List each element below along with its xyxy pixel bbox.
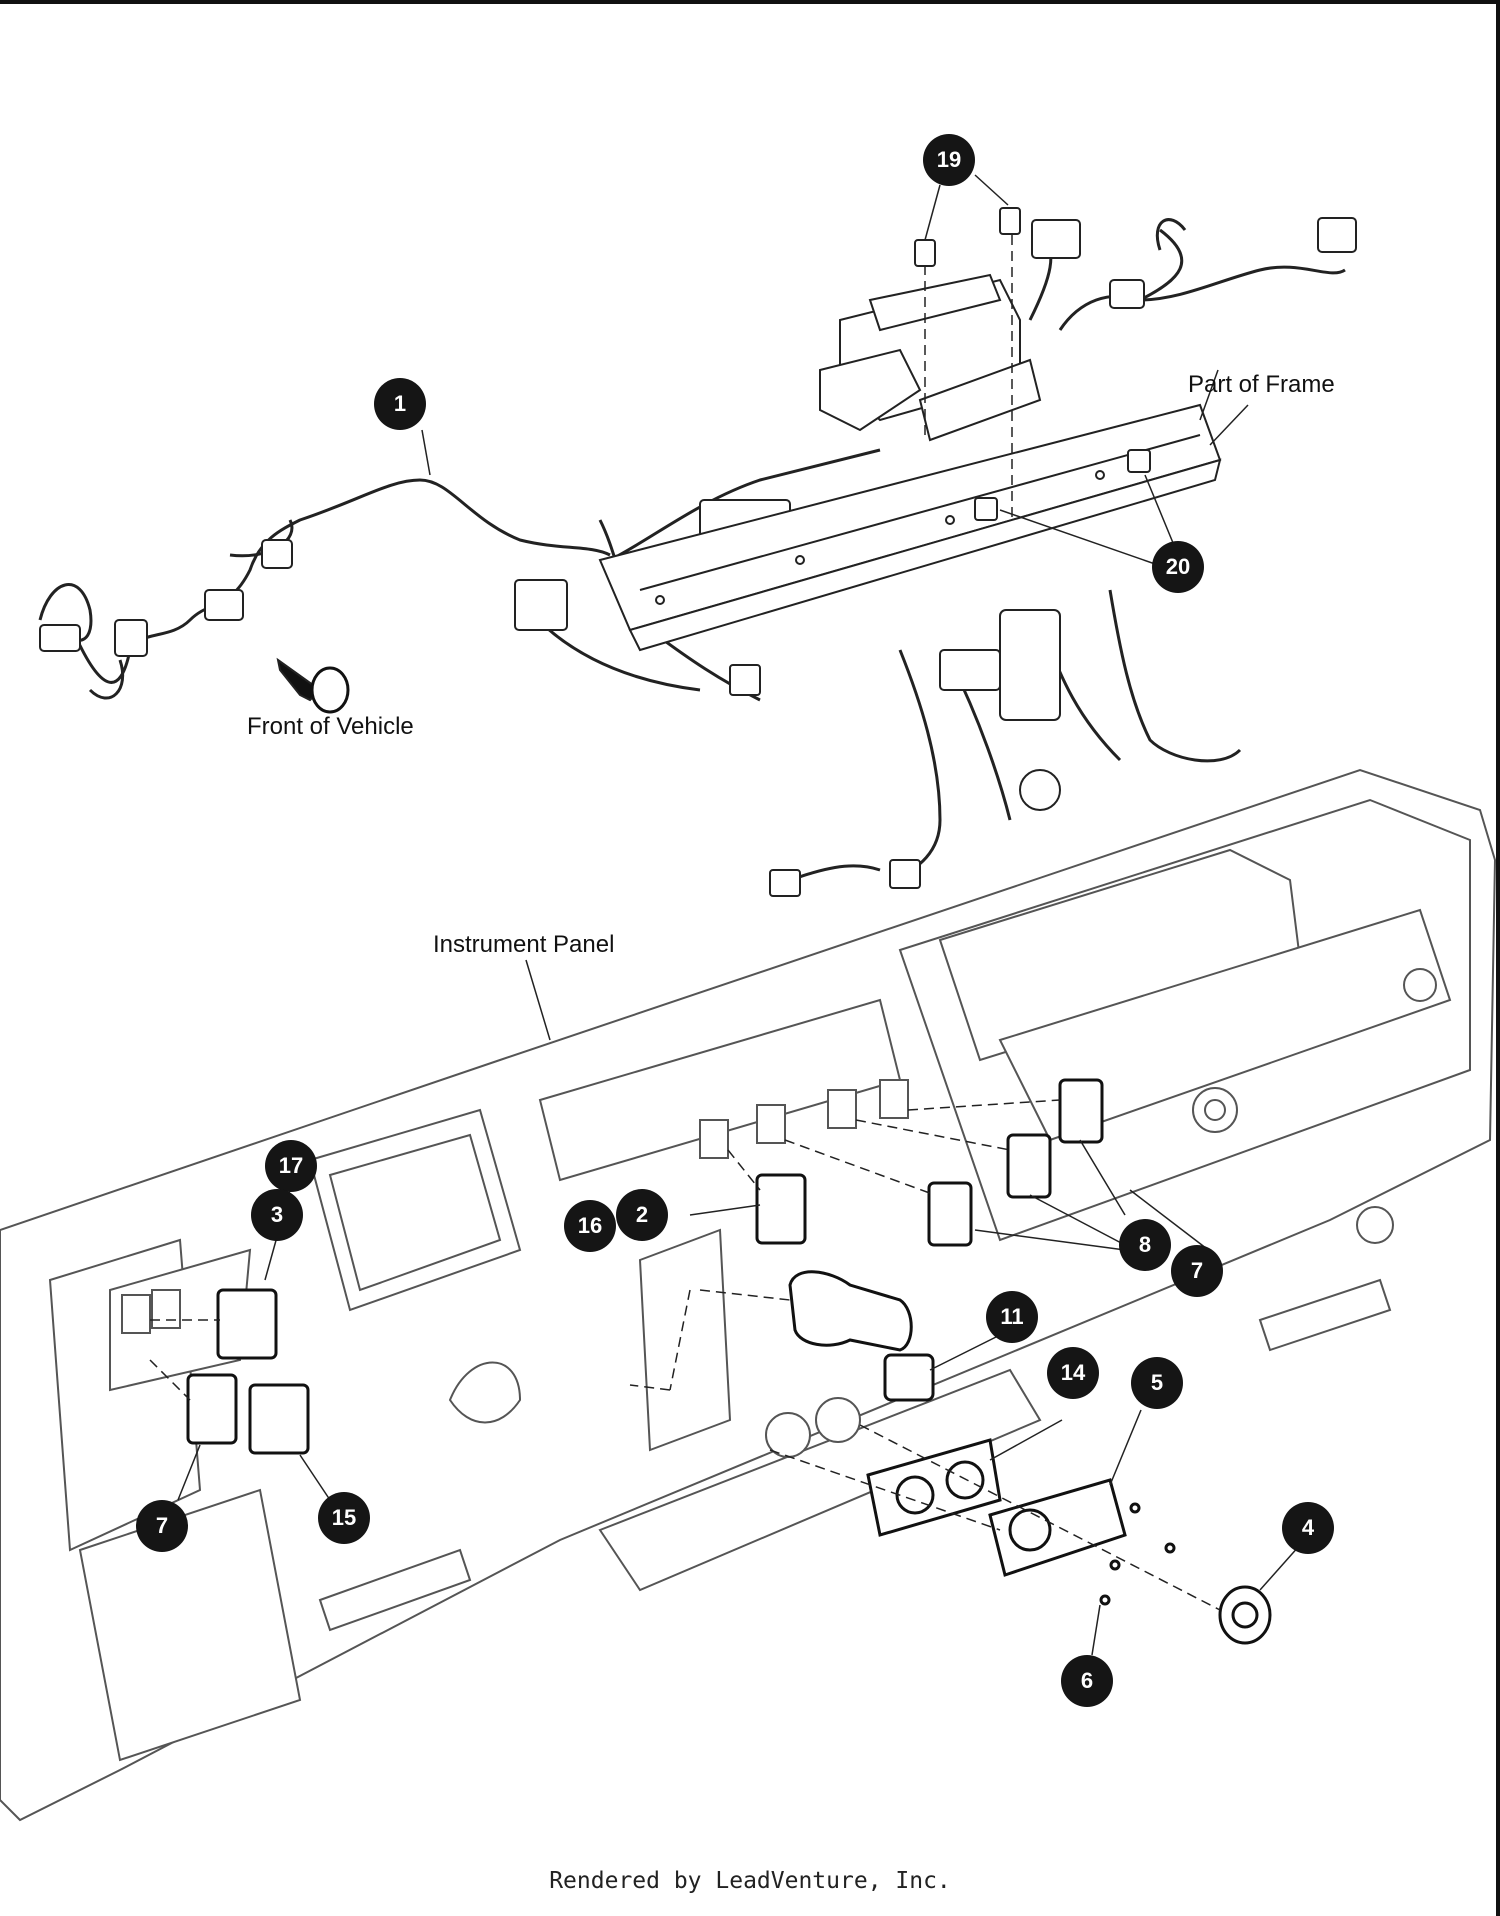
callout-6: 6 [1061, 1655, 1113, 1707]
callout-7: 7 [136, 1500, 188, 1552]
ignition-switch [788, 1270, 935, 1402]
callout-1: 1 [374, 378, 426, 430]
leader-lines-lower [177, 369, 1301, 1656]
dashed-install-lines [149, 1099, 1221, 1611]
callout-17: 17 [265, 1140, 317, 1192]
wiring-harness [38, 218, 1346, 882]
harness-connectors [39, 217, 1357, 897]
callout-15: 15 [318, 1492, 370, 1544]
callout-20: 20 [1152, 541, 1204, 593]
label-part-of-frame: Part of Frame [1188, 371, 1335, 398]
callout-3: 3 [251, 1189, 303, 1241]
callout-2: 2 [616, 1189, 668, 1241]
frame-bracket [598, 403, 1222, 652]
fasteners-19-20 [914, 207, 1151, 521]
callout-4: 4 [1282, 1502, 1334, 1554]
instrument-panel [0, 768, 1497, 1822]
label-instrument-panel: Instrument Panel [433, 931, 615, 958]
switch-slots [121, 1079, 909, 1458]
label-front-of-vehicle: Front of Vehicle [247, 713, 414, 740]
front-arrow-icon [276, 657, 350, 714]
cluster-gauge [819, 273, 1042, 442]
callout-14: 14 [1047, 1347, 1099, 1399]
callout-7: 7 [1171, 1245, 1223, 1297]
leader-lines-upper [421, 174, 1249, 566]
callout-11: 11 [986, 1291, 1038, 1343]
callout-8: 8 [1119, 1219, 1171, 1271]
rendered-by-footer: Rendered by LeadVenture, Inc. [549, 1868, 951, 1894]
callout-19: 19 [923, 134, 975, 186]
callout-5: 5 [1131, 1357, 1183, 1409]
callout-16: 16 [564, 1200, 616, 1252]
accessory-outlets [866, 1438, 1272, 1645]
rocker-switches [186, 1078, 1104, 1455]
